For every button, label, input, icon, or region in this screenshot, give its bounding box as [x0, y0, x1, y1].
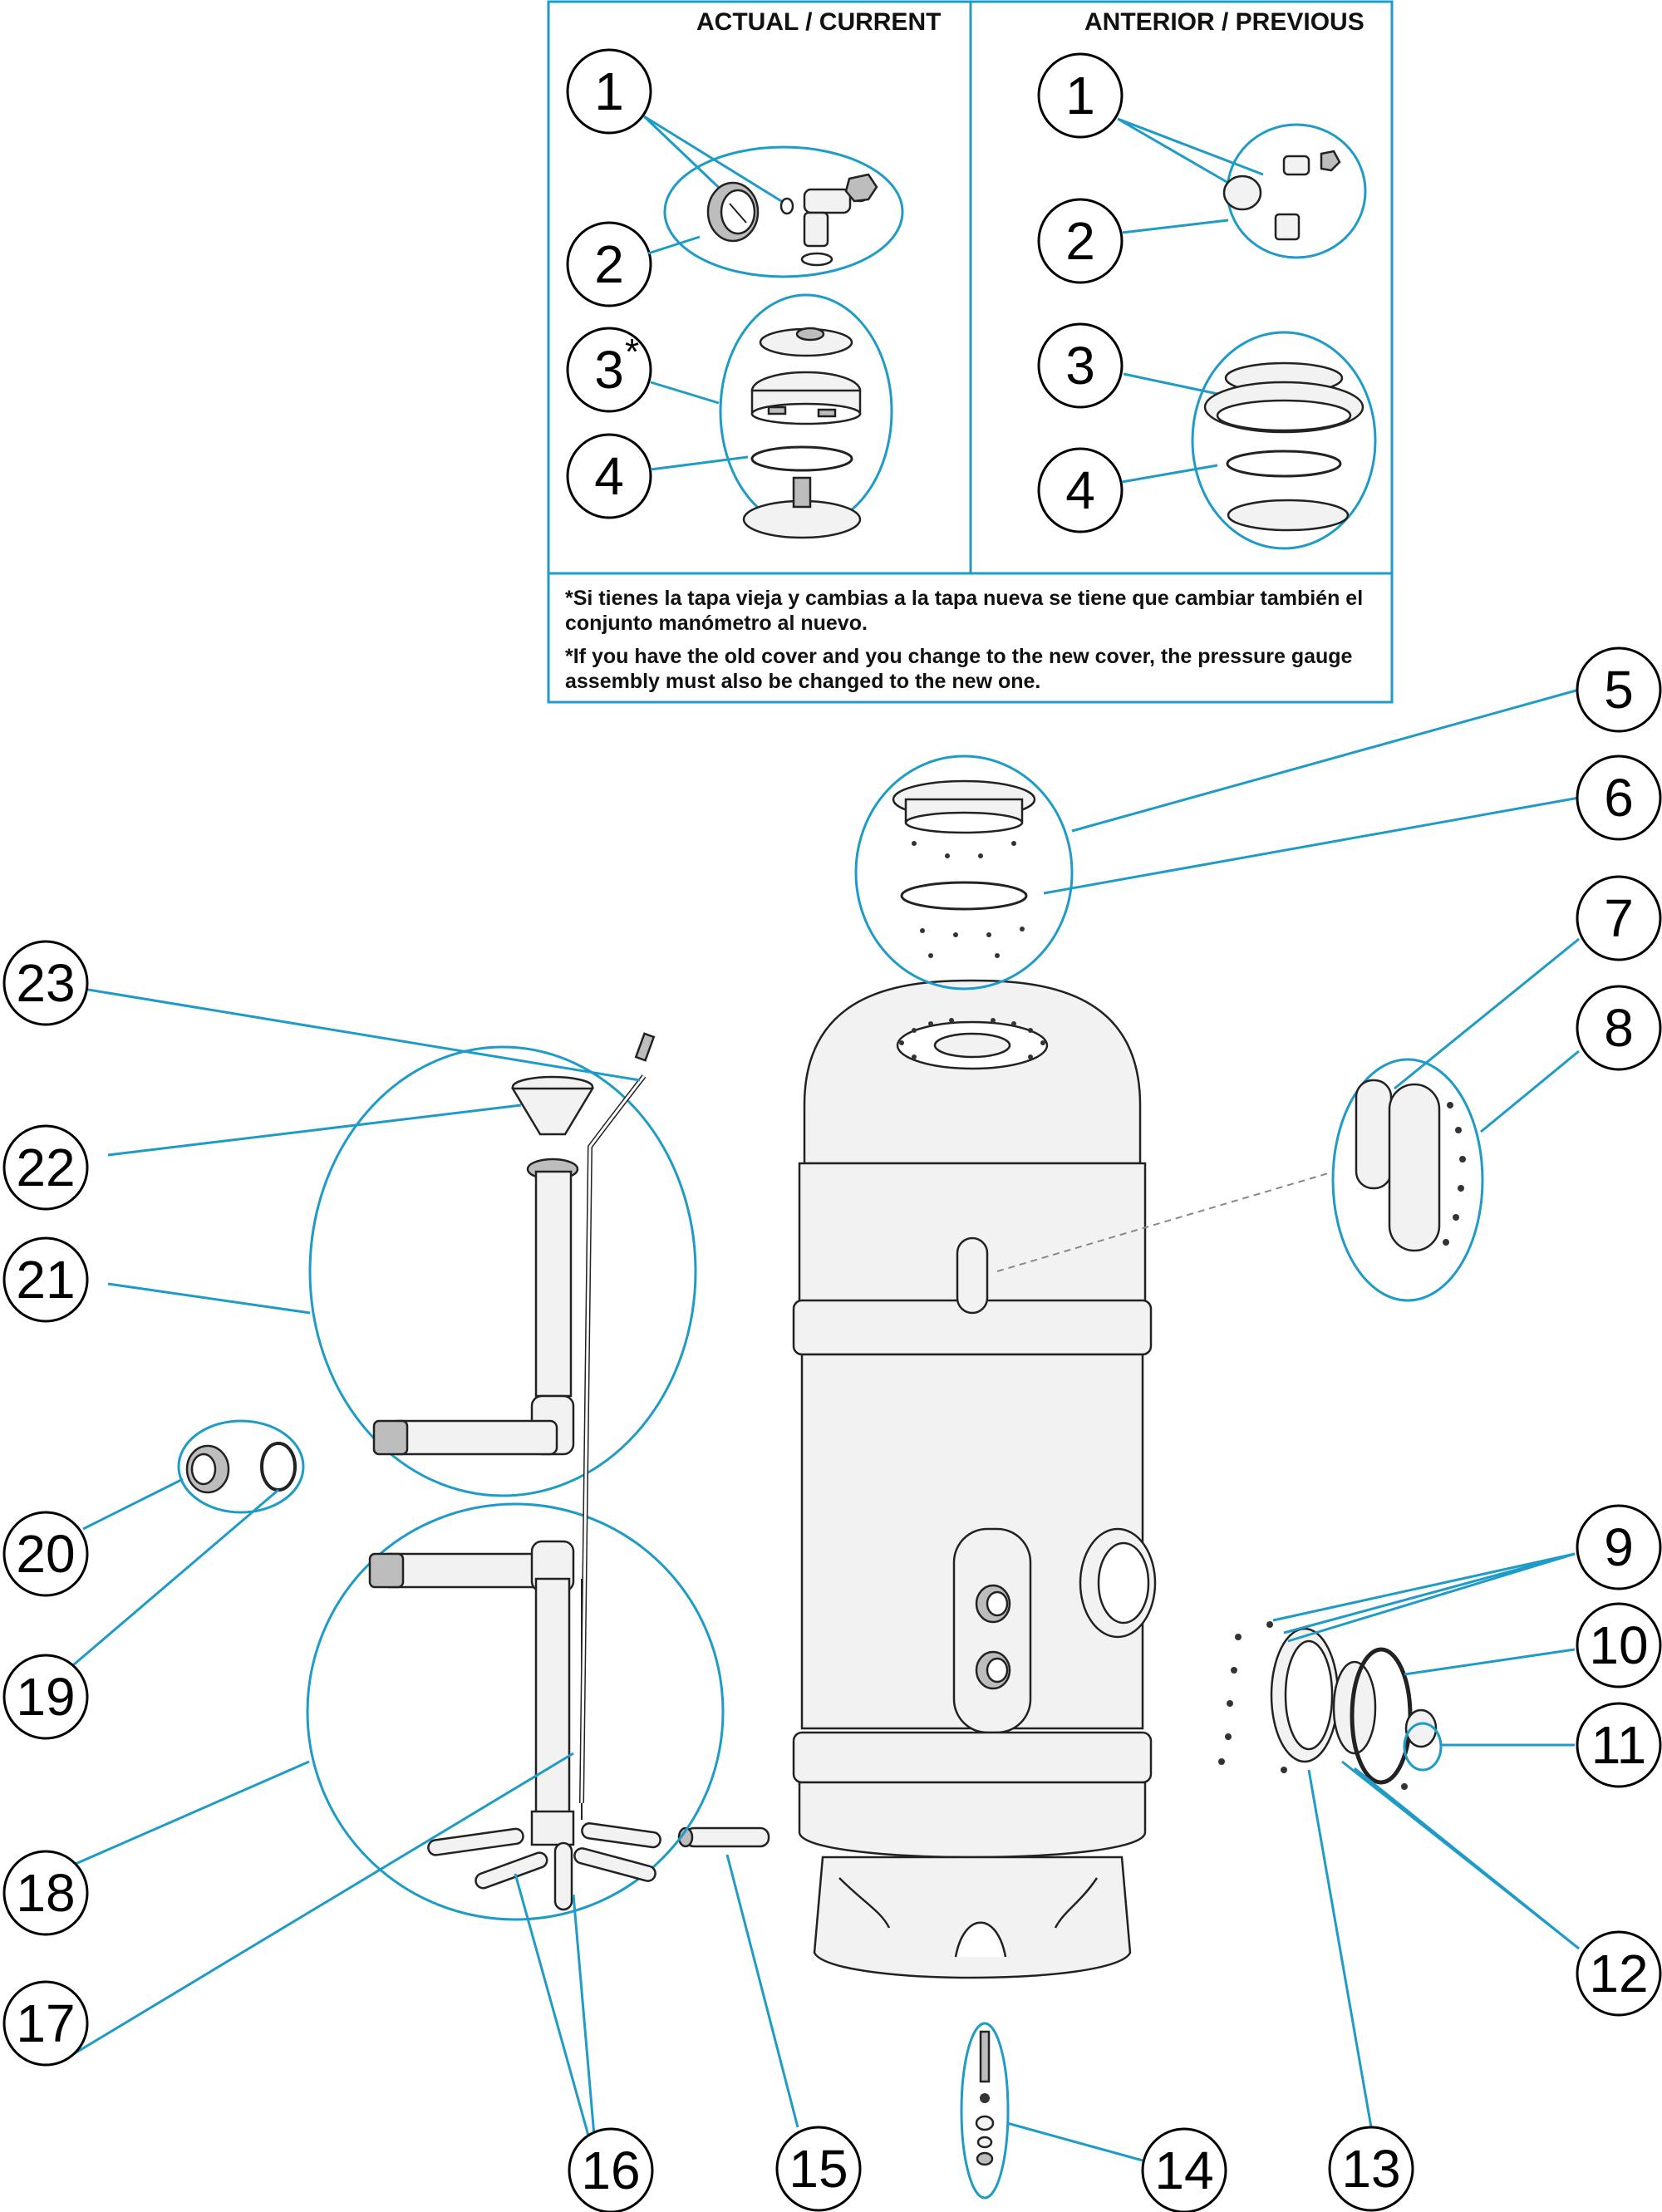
previous-header: ANTERIOR / PREVIOUS [1084, 8, 1365, 36]
callout-5: 5 [1576, 646, 1662, 733]
svg-text:2: 2 [1065, 211, 1095, 271]
cover-cap-icon [759, 327, 853, 357]
callout-12: 12 [1576, 1930, 1662, 2017]
callout-8: 8 [1576, 985, 1662, 1071]
callout-22: 22 [2, 1124, 89, 1211]
current-cover-detail [650, 293, 893, 539]
tee-fitting-icon [803, 173, 878, 248]
manway-assembly-detail [1218, 1552, 1580, 2128]
asterisk-mark: * [625, 332, 639, 372]
washer-icon [779, 197, 794, 215]
svg-text:15: 15 [789, 2139, 848, 2199]
callout-13: 13 [1328, 2126, 1414, 2212]
svg-text:23: 23 [16, 953, 75, 1013]
sight-glass-detail [996, 937, 1580, 1302]
callout-16: 16 [568, 2127, 654, 2212]
callout-14: 14 [1141, 2127, 1227, 2212]
svg-text:2: 2 [594, 234, 624, 294]
svg-text:3: 3 [1065, 336, 1095, 396]
svg-text:3: 3 [594, 340, 624, 400]
callout-current-2: 2 [566, 221, 652, 307]
svg-text:16: 16 [581, 2141, 640, 2200]
svg-text:9: 9 [1604, 1517, 1634, 1577]
old-cover-o-ring-icon [1226, 450, 1342, 478]
callout-20: 20 [2, 1511, 89, 1597]
svg-text:18: 18 [16, 1863, 75, 1923]
svg-text:11: 11 [1591, 1715, 1646, 1775]
note-spanish: *Si tienes la tapa vieja y cambias a la … [565, 587, 1364, 635]
upper-diffuser-detail [82, 987, 697, 1804]
current-gauge-detail [642, 115, 904, 278]
note-english: *If you have the old cover and you chang… [565, 645, 1353, 693]
top-flange-detail [854, 688, 1580, 990]
callout-18: 18 [2, 1850, 89, 1936]
svg-text:7: 7 [1604, 888, 1634, 948]
callout-21: 21 [2, 1236, 89, 1323]
union-fitting-bottom-icon [975, 1650, 1011, 1690]
diffuser-funnel-icon [510, 1075, 595, 1136]
callout-current-3: 3* [566, 327, 652, 413]
o-ring-icon [800, 252, 833, 267]
old-gauge-icon [1222, 175, 1262, 211]
old-cover-base-icon [1227, 499, 1350, 532]
svg-text:22: 22 [16, 1138, 75, 1197]
callout-23: 23 [2, 940, 89, 1026]
old-cover-cap-icon [1203, 361, 1365, 434]
svg-text:1: 1 [594, 61, 624, 121]
callout-10: 10 [1576, 1602, 1662, 1688]
pressure-gauge-icon [706, 181, 760, 243]
callout-7: 7 [1576, 875, 1662, 961]
callout-previous-1: 1 [1037, 52, 1124, 139]
comparison-panel [547, 0, 1394, 704]
svg-text:6: 6 [1604, 768, 1634, 828]
svg-text:8: 8 [1604, 998, 1634, 1058]
previous-gauge-detail [1117, 117, 1367, 259]
svg-text:5: 5 [1604, 660, 1634, 720]
old-tee-icon [1274, 150, 1341, 241]
svg-text:17: 17 [16, 1993, 75, 2053]
callout-previous-4: 4 [1037, 447, 1124, 533]
drain-bolt-detail [960, 2022, 1143, 2200]
union-detail [61, 1419, 305, 1676]
svg-text:14: 14 [1154, 2141, 1213, 2200]
svg-text:20: 20 [16, 1524, 75, 1584]
current-header: ACTUAL / CURRENT [696, 8, 942, 36]
svg-text:1: 1 [1065, 66, 1095, 125]
callout-17: 17 [2, 1980, 89, 2067]
union-fitting-top-icon [975, 1584, 1011, 1624]
svg-text:13: 13 [1341, 2139, 1400, 2199]
svg-text:4: 4 [594, 446, 624, 506]
callout-15: 15 [775, 2126, 862, 2212]
dome-bolt-holes [899, 1018, 1045, 1059]
callout-9: 9 [1576, 1504, 1662, 1590]
callout-11: 11 [1576, 1702, 1662, 1788]
svg-text:21: 21 [16, 1250, 75, 1310]
svg-text:12: 12 [1589, 1944, 1648, 2003]
cover-ring-icon [750, 371, 862, 425]
svg-text:19: 19 [16, 1667, 75, 1727]
callout-6: 6 [1576, 755, 1662, 841]
svg-text:4: 4 [1065, 460, 1095, 520]
short-pipe-detail [677, 1826, 799, 2128]
callout-19: 19 [2, 1654, 89, 1740]
filter-vessel [792, 979, 1157, 1979]
callout-current-1: 1 [566, 48, 652, 135]
svg-text:10: 10 [1589, 1615, 1648, 1675]
side-manway-icon [1079, 1527, 1157, 1639]
previous-cover-detail [1121, 331, 1377, 550]
callout-current-4: 4 [566, 433, 652, 519]
lower-collector-detail [61, 1502, 725, 2136]
callout-previous-3: 3 [1037, 322, 1124, 409]
cover-o-ring-icon [750, 445, 853, 472]
cover-base-icon [742, 476, 862, 539]
callout-previous-2: 2 [1037, 198, 1124, 284]
lateral-arms-icon [427, 1822, 661, 1911]
